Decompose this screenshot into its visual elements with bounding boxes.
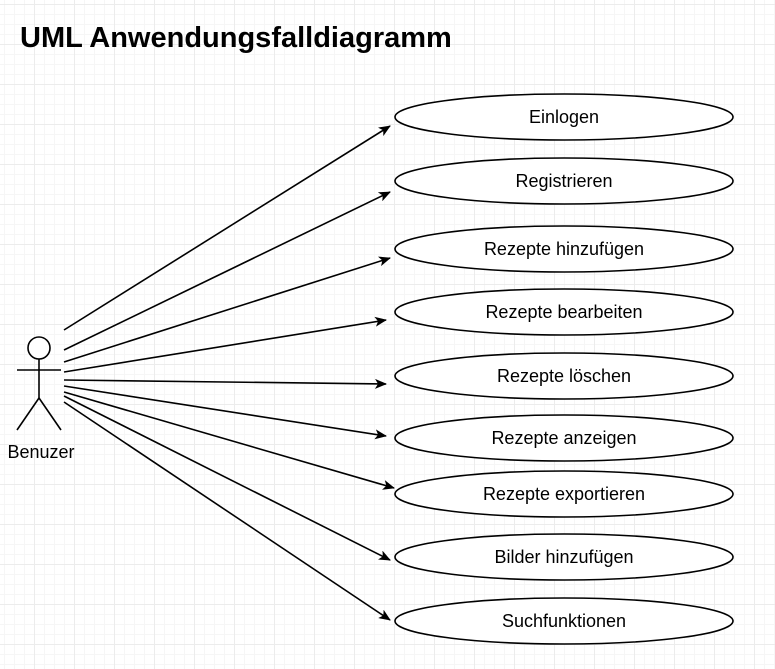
use-case-ellipse[interactable] — [394, 533, 734, 581]
association-arrow[interactable] — [63, 401, 391, 621]
use-case-label: Einlogen — [529, 107, 599, 127]
use-case-ellipse[interactable] — [394, 470, 734, 518]
association-arrow[interactable] — [63, 191, 391, 351]
association-arrow[interactable] — [63, 125, 391, 331]
use-case-label: Bilder hinzufügen — [494, 547, 633, 567]
use-case-label: Rezepte anzeigen — [491, 428, 636, 448]
use-case-ellipse[interactable] — [394, 288, 734, 336]
association-arrow[interactable] — [63, 391, 395, 490]
use-case-registrieren[interactable]: Registrieren — [394, 157, 734, 205]
association-arrow[interactable] — [63, 395, 391, 561]
use-case-rezepte-exportieren[interactable]: Rezepte exportieren — [394, 470, 734, 518]
use-case-label: Rezepte hinzufügen — [484, 239, 644, 259]
use-case-ellipse[interactable] — [394, 352, 734, 400]
use-case-label: Registrieren — [515, 171, 612, 191]
use-case-label: Suchfunktionen — [502, 611, 626, 631]
use-case-rezepte-bearbeiten[interactable]: Rezepte bearbeiten — [394, 288, 734, 336]
use-case-label: Rezepte löschen — [497, 366, 631, 386]
actor[interactable]: Benuzer — [7, 336, 75, 462]
diagram-title: UML Anwendungsfalldiagramm — [20, 22, 452, 54]
association-arrow[interactable] — [63, 378, 387, 389]
use-case-ellipse[interactable] — [394, 157, 734, 205]
use-case-ellipse[interactable] — [394, 597, 734, 645]
use-case-rezepte-anzeigen[interactable]: Rezepte anzeigen — [394, 414, 734, 462]
association-arrow[interactable] — [63, 316, 387, 373]
associations — [63, 125, 395, 621]
use-case-label: Rezepte bearbeiten — [485, 302, 642, 322]
use-case-einlogen[interactable]: Einlogen — [394, 93, 734, 141]
actor-left-leg — [16, 397, 40, 431]
use-case-ellipse[interactable] — [394, 225, 734, 273]
use-cases: Einlogen Registrieren Rezepte hinzufügen… — [394, 93, 734, 645]
use-case-ellipse[interactable] — [394, 414, 734, 462]
use-case-bilder-hinzufuegen[interactable]: Bilder hinzufügen — [394, 533, 734, 581]
use-case-rezepte-hinzufuegen[interactable]: Rezepte hinzufügen — [394, 225, 734, 273]
use-case-label: Rezepte exportieren — [483, 484, 645, 504]
actor-right-leg — [38, 397, 62, 431]
association-arrow[interactable] — [63, 256, 391, 363]
use-case-ellipse[interactable] — [394, 93, 734, 141]
use-case-rezepte-loeschen[interactable]: Rezepte löschen — [394, 352, 734, 400]
actor-name: Benuzer — [7, 442, 74, 462]
association-arrow[interactable] — [63, 385, 387, 440]
actor-head — [27, 336, 51, 360]
use-case-suchfunktionen[interactable]: Suchfunktionen — [394, 597, 734, 645]
